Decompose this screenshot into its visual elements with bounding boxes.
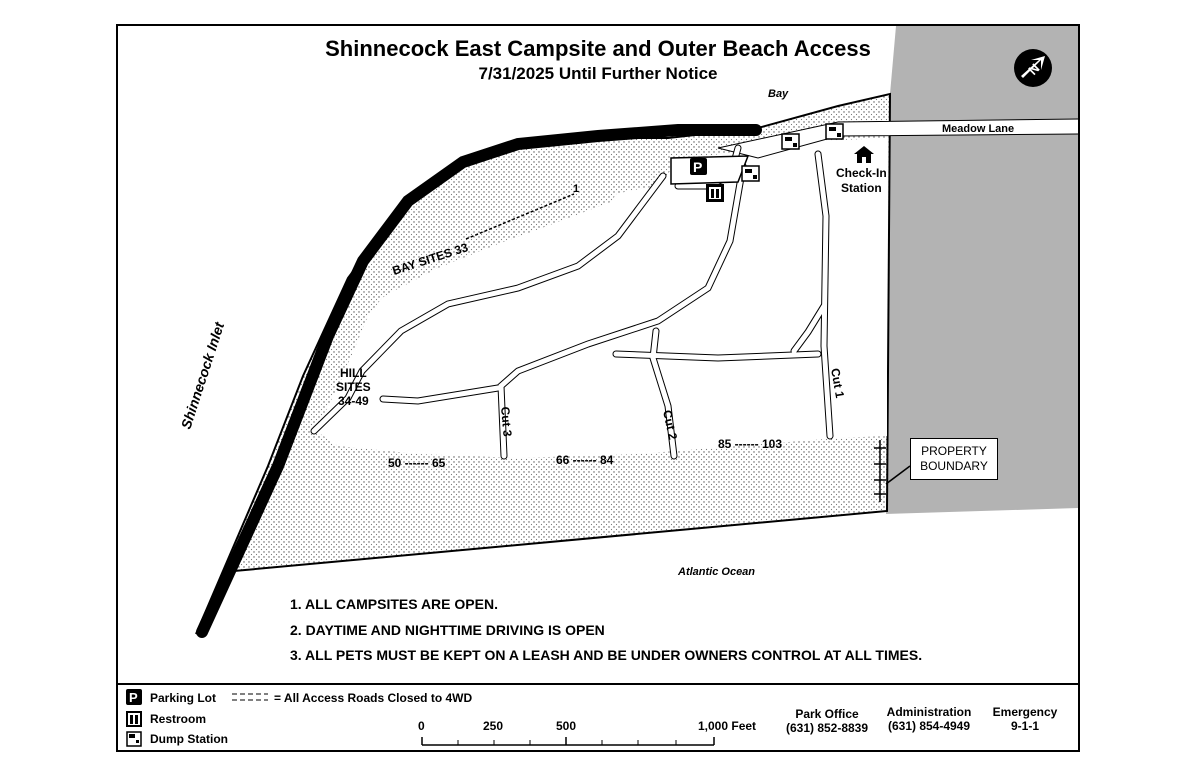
- cut1-label: Cut 1: [828, 367, 847, 399]
- scale-tick-1000: 1,000 Feet: [698, 719, 757, 733]
- bay-sites-area: [358, 184, 618, 308]
- check-in-label: Check-In Station: [836, 166, 887, 196]
- hill-sites-label: HILL SITES 34-49: [336, 366, 371, 408]
- scale-tick-500: 500: [556, 719, 577, 733]
- bay-sites-end-label: 1: [573, 183, 579, 195]
- bay-label: Bay: [768, 88, 789, 100]
- hill-line3: 34-49: [337, 394, 369, 408]
- property-boundary-label: PROPERTY BOUNDARY: [910, 438, 998, 480]
- legend-roads: = All Access Roads Closed to 4WD: [274, 691, 473, 705]
- legend-parking: Parking Lot: [150, 691, 217, 705]
- map-title: Shinnecock East Campsite and Outer Beach…: [325, 36, 871, 61]
- property-boundary-line: [874, 440, 911, 502]
- hill-line1: HILL: [340, 366, 367, 380]
- contact-value: (631) 854-4949: [887, 719, 971, 733]
- dashed-road-icon: [232, 693, 268, 701]
- scale-tick-250: 250: [483, 719, 504, 733]
- cut2-label: Cut 2: [660, 409, 680, 442]
- legend-dump: Dump Station: [150, 732, 228, 746]
- note-2: 2. DAYTIME AND NIGHTTIME DRIVING IS OPEN: [290, 622, 605, 638]
- map-canvas: N P: [178, 26, 1078, 638]
- dump-station-icon: [825, 123, 844, 140]
- note-3: 3. ALL PETS MUST BE KEPT ON A LEASH AND …: [290, 647, 923, 663]
- bay-sites-line: [465, 193, 575, 240]
- contact-value: (631) 852-8839: [785, 721, 869, 735]
- contact-value: 9-1-1: [1010, 719, 1039, 733]
- boundary-line1: PROPERTY: [921, 444, 987, 458]
- map-frame: N P: [116, 24, 1080, 752]
- sites-50-65-label: 50 ------ 65: [388, 456, 446, 470]
- cut3-label: Cut 3: [498, 406, 515, 437]
- restroom-icon: [706, 184, 724, 202]
- boundary-line2: BOUNDARY: [920, 459, 988, 473]
- contact-park-office: Park Office (631) 852-8839: [772, 707, 882, 735]
- contact-emergency: Emergency 9-1-1: [980, 705, 1070, 733]
- map-subtitle: 7/31/2025 Until Further Notice: [478, 64, 718, 83]
- check-in-line1: Check-In: [836, 166, 887, 180]
- restroom-icon: [126, 711, 142, 727]
- inlet-label: Shinnecock Inlet: [178, 319, 228, 431]
- parking-icon: P: [126, 689, 142, 705]
- meadow-lane-label: Meadow Lane: [942, 123, 1015, 135]
- scale-bar: [421, 737, 715, 746]
- check-in-line2: Station: [841, 181, 882, 195]
- svg-text:P: P: [693, 159, 702, 175]
- legend-bar: P Parking Lot Restroom Dump Station = Al…: [118, 683, 1078, 754]
- ocean-label: Atlantic Ocean: [678, 566, 756, 578]
- seawall: [196, 124, 762, 638]
- hill-line2: SITES: [336, 380, 371, 394]
- meadow-lane-road: [717, 118, 1078, 159]
- parking-icon: P: [690, 158, 707, 175]
- sites-66-84-label: 66 ------ 84: [556, 453, 614, 467]
- contact-name: Park Office: [795, 707, 859, 721]
- outside-land: [886, 26, 1078, 514]
- contact-administration: Administration (631) 854-4949: [874, 705, 984, 733]
- note-1: 1. ALL CAMPSITES ARE OPEN.: [290, 596, 498, 612]
- legend-restroom: Restroom: [150, 712, 207, 726]
- dump-station-icon: [741, 165, 760, 182]
- contact-name: Emergency: [992, 705, 1058, 719]
- dump-station-icon: [781, 133, 800, 150]
- parking-lot-area: [670, 155, 750, 185]
- contact-name: Administration: [886, 705, 972, 719]
- sites-85-103-label: 85 ------ 103: [718, 437, 783, 451]
- house-icon: [854, 146, 874, 163]
- svg-text:P: P: [129, 690, 138, 705]
- north-arrow-icon: N: [1014, 49, 1052, 87]
- dump-station-icon: [126, 731, 142, 747]
- scale-tick-0: 0: [418, 719, 425, 733]
- campground-interior: [316, 138, 887, 458]
